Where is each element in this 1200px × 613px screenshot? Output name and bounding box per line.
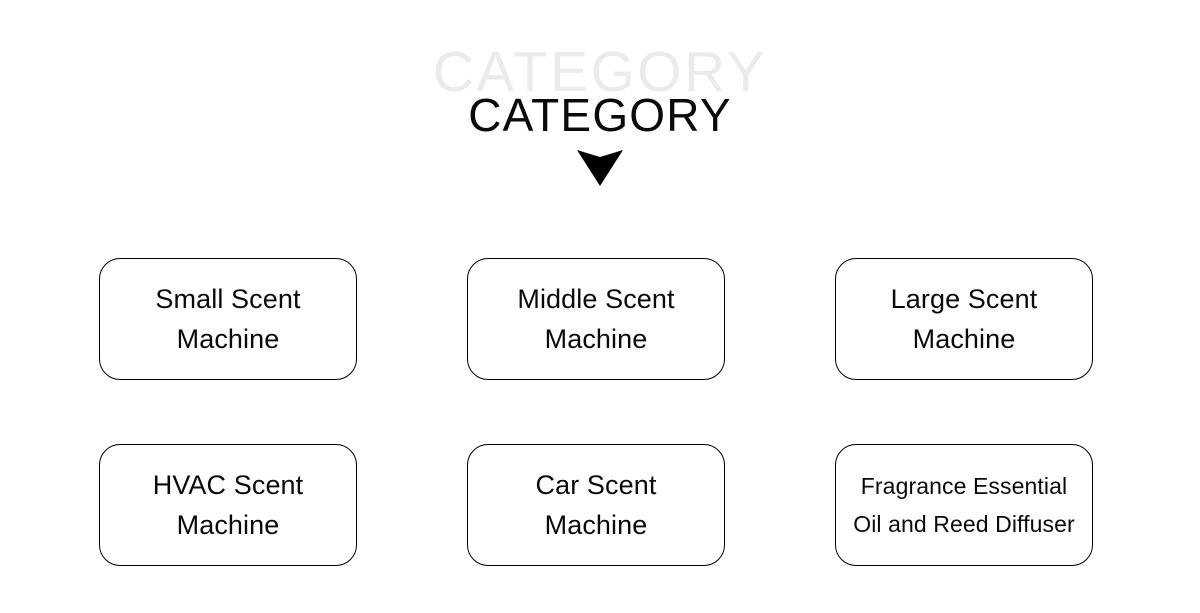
header: CATEGORY CATEGORY xyxy=(0,0,1200,200)
page-title: CATEGORY xyxy=(468,89,732,141)
category-card-label: Small Scent Machine xyxy=(155,284,301,354)
category-card-small-scent-machine[interactable]: Small Scent Machine xyxy=(99,258,357,380)
category-card-hvac-scent-machine[interactable]: HVAC Scent Machine xyxy=(99,444,357,566)
category-card-label: Car Scent Machine xyxy=(535,470,657,540)
category-card-grid: Small Scent Machine Middle Scent Machine… xyxy=(99,258,1094,568)
category-card-car-scent-machine[interactable]: Car Scent Machine xyxy=(467,444,725,566)
category-card-fragrance-essential-oil-and-reed-diffuser[interactable]: Fragrance Essential Oil and Reed Diffuse… xyxy=(835,444,1093,566)
category-card-label: Middle Scent Machine xyxy=(517,284,675,354)
watermark-title: CATEGORY xyxy=(432,40,768,104)
category-card-middle-scent-machine[interactable]: Middle Scent Machine xyxy=(467,258,725,380)
arrow-container xyxy=(0,150,1200,190)
category-card-label: Fragrance Essential Oil and Reed Diffuse… xyxy=(853,473,1075,537)
category-card-large-scent-machine[interactable]: Large Scent Machine xyxy=(835,258,1093,380)
title-stack: CATEGORY CATEGORY xyxy=(0,0,1200,150)
category-card-label: HVAC Scent Machine xyxy=(152,470,304,540)
category-card-label: Large Scent Machine xyxy=(890,284,1038,354)
triangle-down-icon xyxy=(577,150,623,186)
